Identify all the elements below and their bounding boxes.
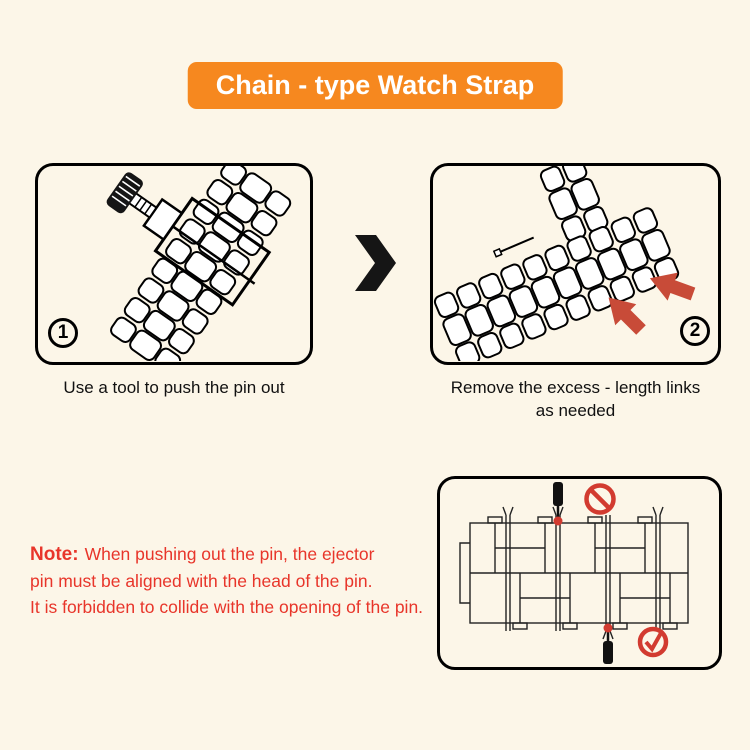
note-text: Note:When pushing out the pin, the eject…	[30, 541, 450, 620]
ejector-pin-bottom	[603, 623, 613, 664]
alignment-dot	[603, 623, 613, 633]
remove-links-illustration	[433, 166, 696, 361]
note-line3: It is forbidden to collide with the open…	[30, 597, 424, 617]
check-icon	[637, 626, 669, 658]
ejector-pin-top	[553, 482, 563, 526]
step2-caption-line1: Remove the excess - length links	[450, 378, 701, 397]
red-arrow-icon	[608, 297, 646, 335]
step2-caption-line2: as needed	[535, 401, 616, 420]
pin-alignment-diagram	[459, 482, 689, 664]
alignment-dot	[553, 516, 563, 526]
loose-pin	[492, 236, 535, 258]
step1-panel: 1	[35, 163, 313, 365]
step1-caption: Use a tool to push the pin out	[63, 378, 285, 397]
watch-band	[106, 166, 295, 361]
page-title: Chain - type Watch Strap	[187, 62, 563, 109]
step2-panel: 2	[430, 163, 721, 365]
watch-band	[433, 205, 682, 361]
pin-removal-tool-illustration	[106, 166, 295, 361]
next-step-chevron-icon	[355, 235, 396, 291]
step1-number: 1	[48, 318, 78, 348]
note-label: Note:	[30, 544, 79, 565]
link-remover-tool	[106, 172, 272, 307]
band-cross-section	[459, 516, 689, 630]
note-line1: When pushing out the pin, the ejector	[84, 544, 375, 564]
watch-pins	[502, 506, 664, 640]
red-arrow-icon	[649, 272, 696, 301]
step2-caption: Remove the excess - length links as need…	[430, 376, 721, 422]
prohibition-icon	[584, 483, 616, 515]
note-line2: pin must be aligned with the head of the…	[30, 571, 373, 591]
pin-alignment-panel	[437, 476, 722, 670]
step2-number: 2	[680, 316, 710, 346]
